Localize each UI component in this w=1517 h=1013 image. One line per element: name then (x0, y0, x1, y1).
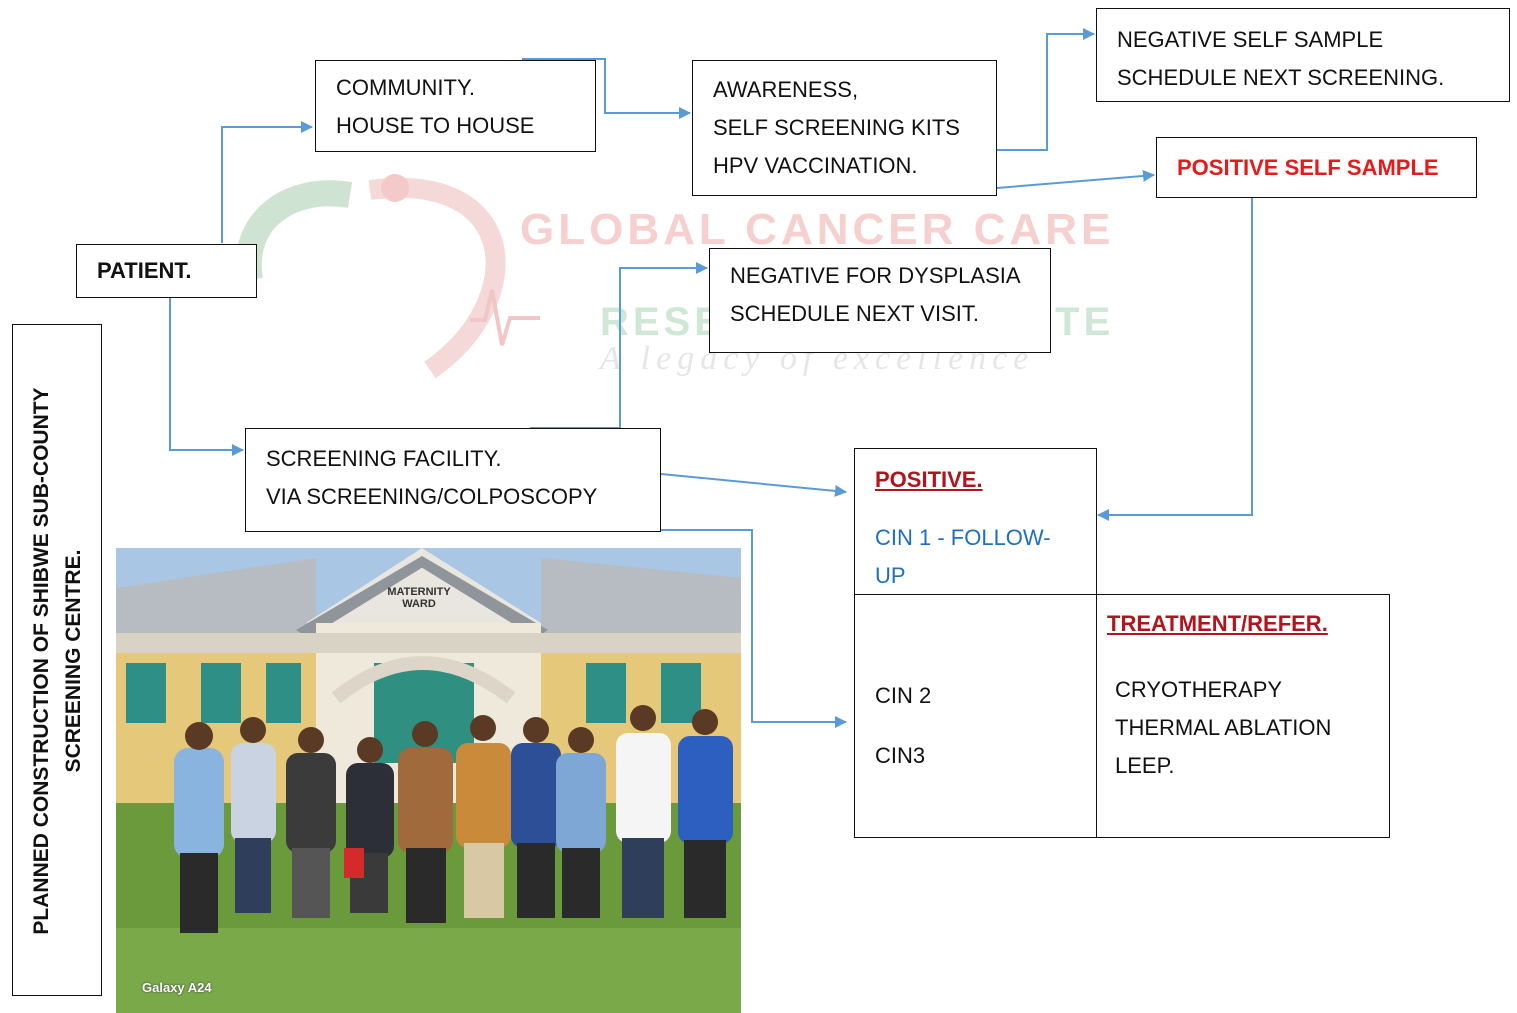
cin1-line-2: UP (875, 563, 906, 588)
positive-box: POSITIVE. CIN 1 - FOLLOW- UP (854, 448, 1097, 598)
positive-title: POSITIVE. (875, 467, 983, 492)
treatment-item-thermal-ablation: THERMAL ABLATION (1115, 715, 1332, 740)
patient-box: PATIENT. (76, 244, 257, 298)
arrow-screening-positive (660, 473, 847, 497)
camera-label: Galaxy A24 (142, 980, 212, 995)
cin3-label: CIN3 (875, 743, 926, 768)
planned-construction-caption: PLANNED CONSTRUCTION OF SHIBWE SUB-COUNT… (12, 324, 102, 996)
awareness-line-2: SELF SCREENING KITS (713, 115, 960, 140)
positive-spacer (875, 499, 1096, 519)
positive-self-sample-label: POSITIVE SELF SAMPLE (1177, 155, 1439, 180)
cin-high-box: CIN 2 CIN3 (854, 594, 1097, 838)
caption-line-1: PLANNED CONSTRUCTION OF SHIBWE SUB-COUNT… (30, 387, 53, 935)
treatment-box: TREATMENT/REFER. CRYOTHERAPY THERMAL ABL… (1096, 594, 1390, 838)
awareness-line-1: AWARENESS, (713, 77, 859, 102)
arrow-community-awareness (522, 58, 691, 119)
arrow-patient-screening (169, 298, 244, 456)
community-line-2: HOUSE TO HOUSE (336, 113, 535, 138)
cin1-line-1: CIN 1 - FOLLOW- (875, 525, 1051, 550)
treatment-title: TREATMENT/REFER. (1107, 611, 1328, 636)
screening-facility-line-1: SCREENING FACILITY. (266, 446, 502, 471)
treatment-item-leep: LEEP. (1115, 753, 1175, 778)
arrow-screening-negative-dysplasia (530, 262, 708, 429)
awareness-box: AWARENESS, SELF SCREENING KITS HPV VACCI… (692, 60, 997, 196)
negative-dysplasia-line-2: SCHEDULE NEXT VISIT. (730, 301, 979, 326)
group-photo: MATERNITY WARD Galaxy A24 (116, 548, 741, 1013)
sign-line-1: MATERNITY (387, 586, 451, 598)
sign-line-2: WARD (402, 598, 436, 610)
patient-label: PATIENT. (97, 258, 192, 283)
screening-facility-box: SCREENING FACILITY. VIA SCREENING/COLPOS… (245, 428, 661, 532)
community-box: COMMUNITY. HOUSE TO HOUSE (315, 60, 596, 152)
arrow-screening-cin-high (661, 529, 847, 728)
negative-dysplasia-box: NEGATIVE FOR DYSPLASIA SCHEDULE NEXT VIS… (709, 248, 1051, 353)
negative-self-line-2: SCHEDULE NEXT SCREENING. (1117, 65, 1445, 90)
awareness-line-3: HPV VACCINATION. (713, 153, 918, 178)
community-line-1: COMMUNITY. (336, 75, 475, 100)
arrow-awareness-positive-self (996, 169, 1155, 189)
treatment-item-cryotherapy: CRYOTHERAPY (1115, 677, 1283, 702)
negative-self-sample-box: NEGATIVE SELF SAMPLE SCHEDULE NEXT SCREE… (1096, 8, 1510, 102)
maternity-ward-sign: MATERNITY WARD (384, 586, 454, 610)
arrow-awareness-negative-self (997, 28, 1095, 151)
arrow-positive-self-positive (1097, 197, 1253, 521)
caption-line-2: SCREENING CENTRE. (62, 549, 85, 773)
treatment-spacer (1107, 643, 1389, 671)
cin2-label: CIN 2 (875, 683, 932, 708)
positive-self-sample-box: POSITIVE SELF SAMPLE (1156, 137, 1477, 198)
arrow-patient-community (221, 121, 313, 243)
negative-self-line-1: NEGATIVE SELF SAMPLE (1117, 27, 1384, 52)
negative-dysplasia-line-1: NEGATIVE FOR DYSPLASIA (730, 263, 1021, 288)
screening-facility-line-2: VIA SCREENING/COLPOSCOPY (266, 484, 598, 509)
